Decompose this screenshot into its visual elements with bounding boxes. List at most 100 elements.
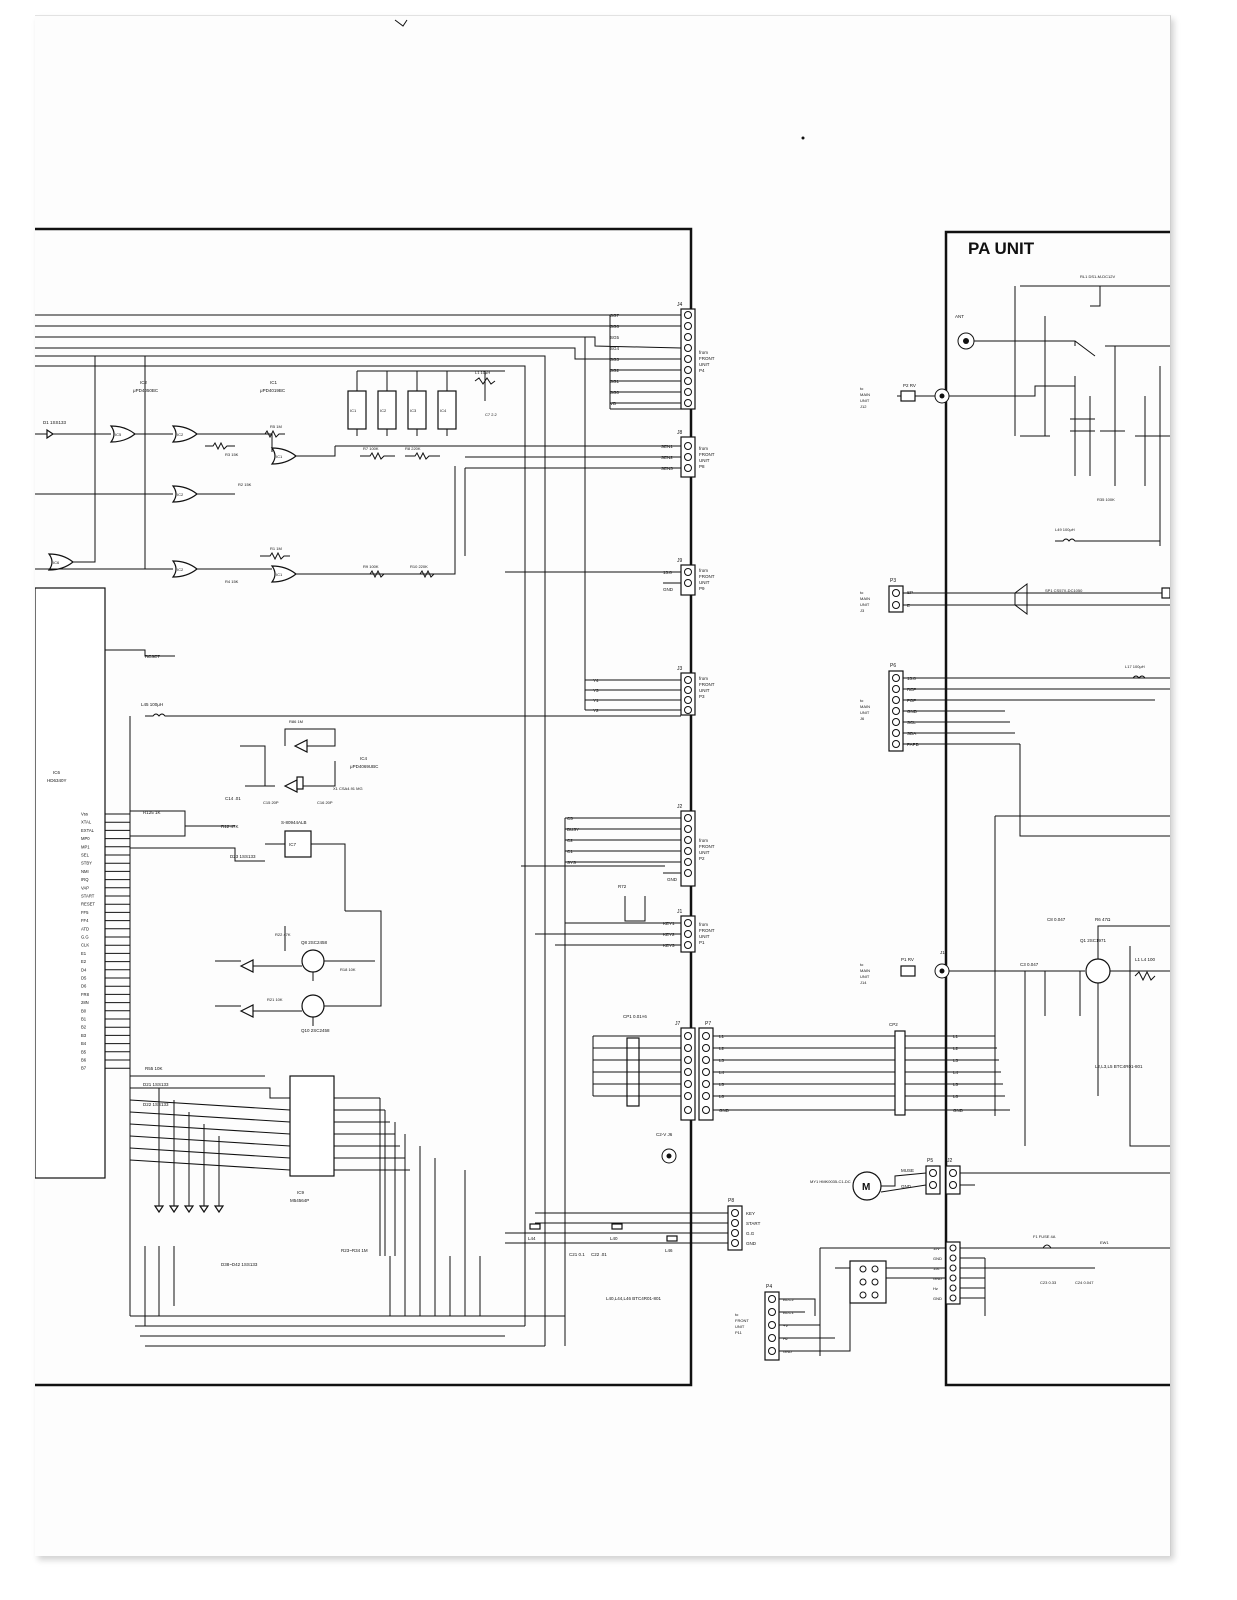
ic6-pin-label: D4 [81,967,87,972]
ic6-pin-label: CLK [81,943,89,948]
ic2-top-ref: IC2 [140,380,148,385]
d1-label: D1 1SS133 [43,420,67,425]
ic6-part: HD6340Y [47,778,67,783]
d22-label: D22 1SS133 [143,1102,169,1107]
ant-coax-center [963,338,969,344]
j8-wires [335,445,681,556]
to-main-j12-4: J12 [860,404,867,409]
j3-wires [584,337,681,711]
connector-p3: P3 SP E to MAIN UNIT J3 [860,578,913,613]
j9-dest-1: from [699,568,708,573]
cp2-label: CP2 [889,1022,898,1027]
j1-dest-4: P1 [699,940,705,945]
r10-label: R10 220K [410,564,428,569]
l49-label: L49 100μH [1055,527,1075,532]
c3-label: C3 0.047 [1020,962,1039,967]
pa-cable-end [965,1035,1010,1111]
p7-ref: P7 [705,1021,711,1027]
x1-crystal [296,776,304,790]
x1-label: X1 CSA4.91 MG [333,786,363,791]
connector-p8: P8 KEY START G.G GND [727,1198,761,1251]
c22-label: C22 .01 [591,1252,607,1257]
ic6-ref: IC6 [53,770,61,775]
p2-label: P2 RV [903,383,916,388]
p6-ref: P6 [890,663,896,669]
to-main-j14-1: to [860,962,864,967]
ic7-wires [265,843,382,921]
j4-dest-2: FRONT [699,356,715,361]
p1-label: P1 RV [901,957,914,962]
ic7-ref: IC7 [289,842,297,847]
pa-j1-coax-center [939,968,945,974]
ic6-pin-label: E1 [81,951,87,956]
c24-label: C24 0.047 [1075,1280,1094,1285]
ic6-pin-label: B1 [81,1017,87,1022]
l45-label: L45 100μH [141,702,163,707]
j1-wires [535,922,681,946]
pa-coil [1134,970,1156,982]
rl1-label: RL1 DS1-M-DC12V [1080,274,1115,279]
d38-label: D38~D42 1SS133 [221,1262,258,1267]
j2-dest-1: from [699,838,708,843]
cpu-osc-wires [130,810,265,862]
ic6-pin-label: VAP [81,885,89,890]
ic6-pin-label: B4 [81,1041,87,1046]
schematic-page: PA UNIT J4 SG7 SG6 SG5 SG4 SG3 SG2 SG1 S… [35,15,1171,1556]
j1-dest-3: UNIT [699,934,710,939]
pa-l2: L2 [953,1046,959,1051]
r1-label: R1 1M [270,546,282,551]
l45-wire [145,713,681,717]
p8-pin-3: G.G [746,1231,755,1236]
ic4-part: μPD4069UBC [350,764,379,769]
ic6-pin-label: NMI [81,869,89,874]
l44-coil [529,1223,541,1230]
j4-bus [35,314,682,410]
ic6-pin-label: EXTAL [81,828,95,833]
q10-label: Q10 2SC2458 [301,1028,330,1033]
ic6-pin-label: D6 [81,984,87,989]
ic6-pin-label: B3 [81,1033,87,1038]
l17-label: L17 100μH [1125,664,1145,669]
ic4-inverter-2 [293,739,308,753]
ew1-label: EW1 [1100,1240,1109,1245]
l46-label: L46 [665,1248,673,1253]
to-main-j14-3: UNIT [860,974,870,979]
gate-ic6: IC6 [53,560,60,565]
j9-dest-3: UNIT [699,580,710,585]
j6-coax-center [666,1153,672,1159]
c15-label: C15 20P [263,800,279,805]
r4-label: R4 15K [225,579,239,584]
ic6-pin-label: IRQ [81,877,89,882]
p4-src-4: P11 [735,1330,743,1335]
ic6-pin-label: START [81,894,95,899]
ic6-pin-label: B2 [81,1025,87,1030]
r9-label: R9 100K [363,564,379,569]
j3-dest-4: P3 [699,694,705,699]
j8-dest-2: FRONT [699,452,715,457]
q1-input-wires [949,970,1085,1146]
p6-wires [903,677,1170,1116]
to-main-j12-3: UNIT [860,398,870,403]
ic6-pin-label: B6 [81,1058,87,1063]
p3-src-4: J3 [860,608,865,613]
c8-label: C8 0.047 [1047,917,1066,922]
gate-wiring [35,355,546,1346]
j2-dest-4: P2 [699,856,705,861]
c14-label: C14 .01 [225,796,241,801]
q1-output-wires [1097,925,1170,1147]
l49-coil [1055,538,1160,542]
l40-label: L40 [610,1236,618,1241]
d23-label: D23 1SS133 [230,854,256,859]
ic6-pin-label: XTAL [81,820,92,825]
ic4-inverter-1 [283,779,298,793]
to-main-j12-2: MAIN [860,392,870,397]
ic9-part: M54564P [290,1198,309,1203]
connector-j2: J2 C5 BUSY C2 C1 SYS GND from FRONT UNIT… [567,804,715,887]
ic9-wires [129,1075,410,1171]
relay-wires [1020,285,1170,347]
j2-dest-2: FRONT [699,844,715,849]
ic6-pin-label: FF4 [81,918,89,923]
p3-ref: P3 [890,578,896,584]
diode-row [144,1088,225,1326]
d21-label: D21 1SS133 [143,1082,169,1087]
